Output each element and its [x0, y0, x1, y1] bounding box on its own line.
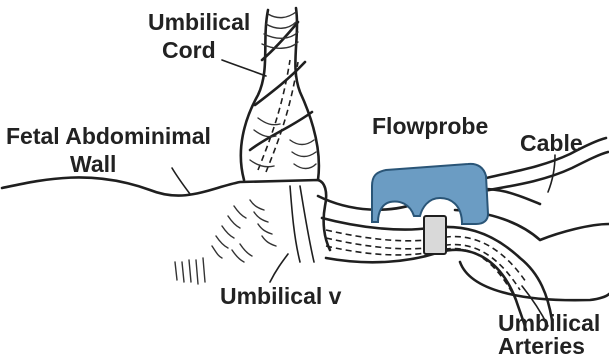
umbilical-cord	[241, 8, 319, 180]
umbilical-vein-hatching	[175, 200, 276, 284]
label-flowprobe: Flowprobe	[372, 113, 488, 139]
label-arteries-2: Arteries	[498, 333, 585, 357]
tissue-lower-outline	[460, 262, 609, 300]
label-fetal-wall-2: Wall	[70, 151, 116, 177]
label-umbilical-cord-1: Umbilical	[148, 9, 250, 35]
label-umbilical-cord-2: Cord	[162, 37, 216, 63]
fetal-abdominal-wall	[2, 177, 330, 250]
flowprobe-sleeve	[424, 216, 446, 254]
label-fetal-wall-1: Fetal Abdominimal	[6, 123, 211, 149]
label-cable: Cable	[520, 130, 583, 156]
flowprobe-body	[372, 164, 488, 224]
label-umbilical-v: Umbilical v	[220, 283, 342, 309]
